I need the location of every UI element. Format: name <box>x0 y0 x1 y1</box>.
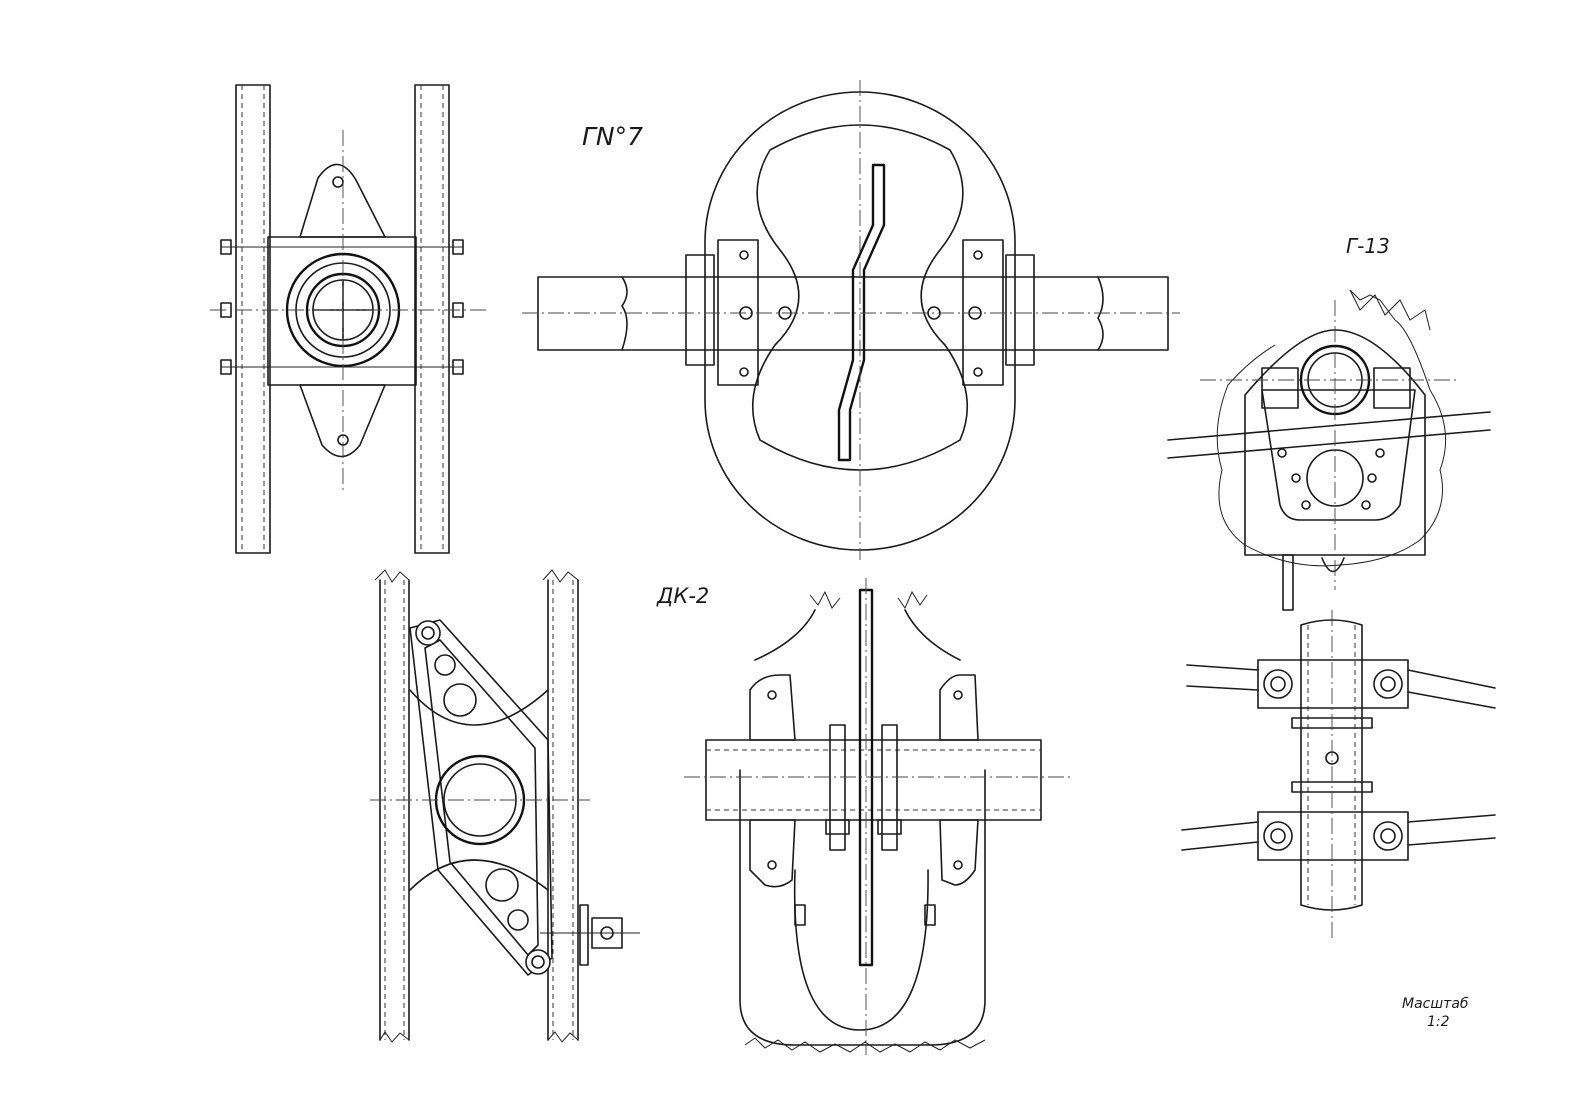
view-label-gn7: ГN°7 <box>582 122 644 151</box>
view-gn7-oval <box>522 80 1180 560</box>
scale-caption: Масштаб <box>1402 996 1469 1012</box>
view-bottom-right-tube <box>1181 610 1496 940</box>
view-dk2 <box>684 578 1070 1055</box>
view-label-dk2: ДК-2 <box>657 584 710 608</box>
view-top-left-fitting <box>210 84 490 554</box>
scale-value: 1:2 <box>1427 1014 1450 1030</box>
view-label-g13: Г-13 <box>1346 234 1390 258</box>
view-g13 <box>1167 289 1491 611</box>
view-bottom-left-link <box>370 569 640 1043</box>
bolt-set-left <box>220 239 464 375</box>
